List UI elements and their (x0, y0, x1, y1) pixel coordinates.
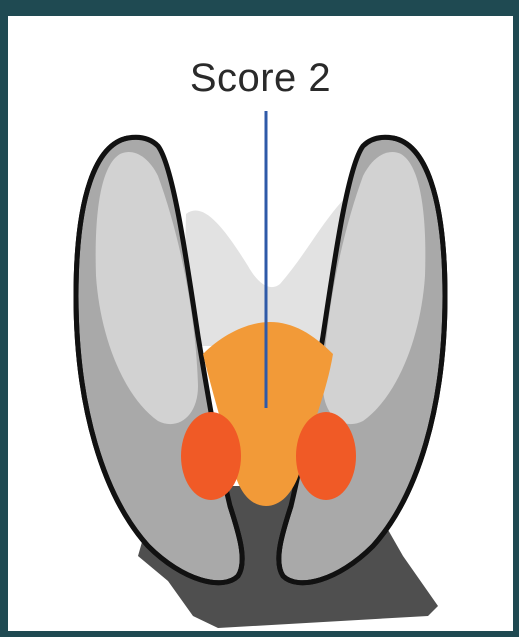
diagram-panel: Score 2 (8, 16, 513, 631)
thyroid-diagram (8, 16, 513, 631)
right-side-region (296, 412, 356, 500)
left-side-region (181, 412, 241, 500)
